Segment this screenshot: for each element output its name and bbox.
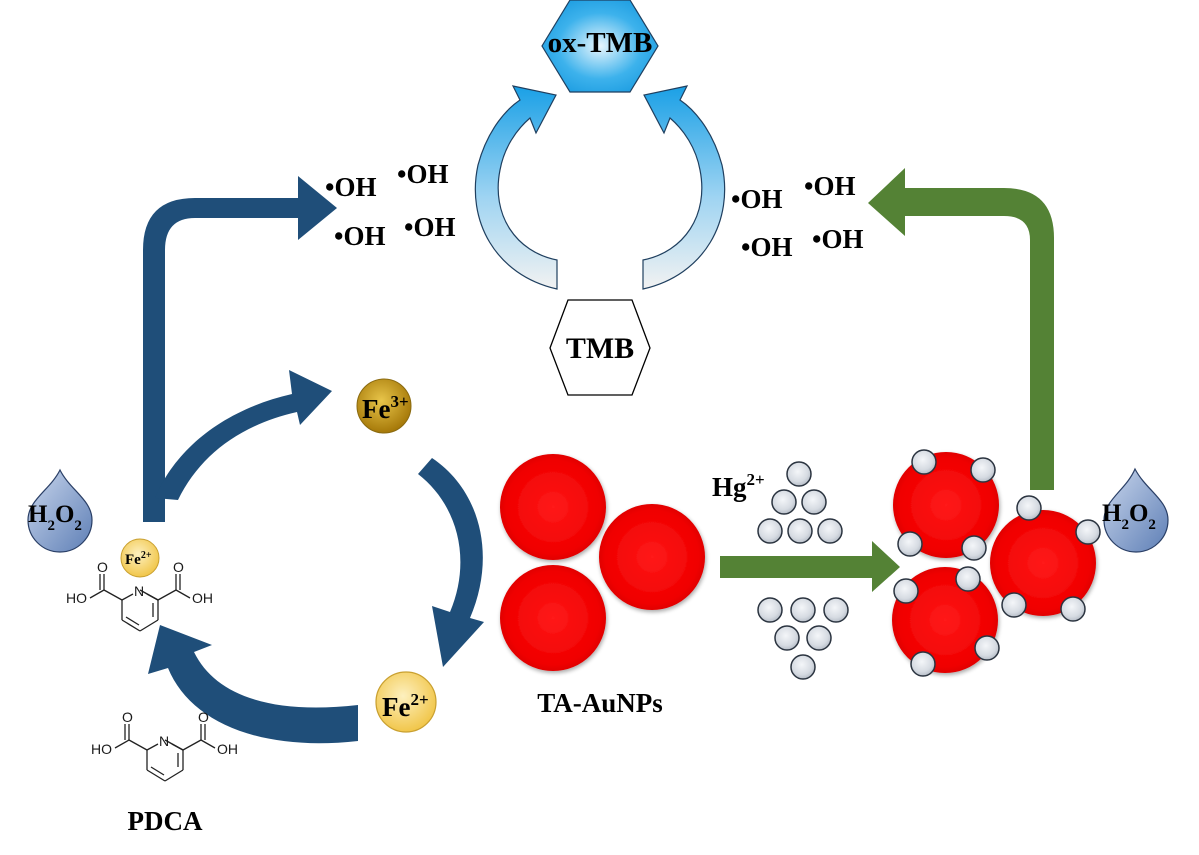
hg-ion: [757, 518, 783, 544]
ox-tmb-hexagon: [541, 0, 659, 93]
fe3-sup: 3+: [390, 392, 408, 411]
fe2-to-fe3-arrow: [155, 370, 332, 500]
pdca-molecule: N O O HO OH PDCA: [91, 709, 238, 836]
svg-text:Fe3+: Fe3+: [362, 392, 409, 424]
fe2-ion: Fe2+: [375, 671, 437, 733]
fe2-sup: 2+: [410, 690, 428, 709]
bound-hg-ion: [970, 457, 996, 483]
svg-text:N: N: [159, 733, 169, 749]
hg-ion: [801, 489, 827, 515]
bound-hg-ion: [893, 578, 919, 604]
water-drop-icon: [1103, 467, 1169, 553]
gold-nanoparticle: [990, 510, 1096, 616]
hg-ion: [823, 597, 849, 623]
hg-ion: [806, 625, 832, 651]
fe3-to-fe2-arrow: [418, 458, 484, 667]
bound-hg-ion: [1001, 592, 1027, 618]
pdca-structure-bottom: [114, 724, 216, 782]
hg-aunp-aggregates: [892, 449, 1101, 677]
pdca-label: PDCA: [128, 806, 203, 836]
tmb-hexagon: [549, 299, 651, 396]
svg-text:OH: OH: [192, 590, 213, 606]
gold-nanoparticle: [500, 454, 606, 560]
bound-hg-ion: [955, 566, 981, 592]
radical-oh: •OH: [804, 171, 855, 201]
gold-nanoparticle: [500, 565, 606, 671]
tmb-node: TMB: [549, 299, 651, 396]
h2o2-drop-left: H2O2: [27, 468, 93, 553]
bound-hg-ion: [910, 651, 936, 677]
radical-oh: •OH: [404, 212, 455, 242]
bound-hg-ion: [1060, 596, 1086, 622]
h2o2-drop-right: H2O2: [1102, 467, 1169, 553]
svg-text:H2O2: H2O2: [28, 501, 82, 534]
tmb-label: TMB: [566, 332, 634, 365]
svg-text:O: O: [198, 709, 209, 725]
fe2-pdca-complex: Fe2+ N O O HO OH: [66, 538, 213, 632]
hg-ions: [757, 461, 849, 680]
bound-hg-ion: [1016, 495, 1042, 521]
hg-ion: [790, 654, 816, 680]
ta-aunps-label: TA-AuNPs: [537, 688, 663, 718]
ta-aunps-cluster: [500, 454, 705, 671]
svg-text:HO: HO: [66, 590, 87, 606]
radical-oh: •OH: [325, 172, 376, 202]
radical-oh: •OH: [397, 159, 448, 189]
bound-hg-ion: [974, 635, 1000, 661]
tmb-oxidation-arrow-right: [642, 85, 726, 290]
gold-nanoparticle: [599, 504, 705, 610]
svg-text:Fe2+: Fe2+: [382, 690, 429, 722]
hg-ion: [771, 489, 797, 515]
hg-ion: [790, 597, 816, 623]
svg-text:HO: HO: [91, 741, 112, 757]
radical-oh: •OH: [334, 221, 385, 251]
radical-oh: •OH: [741, 232, 792, 262]
hg-label: Hg2+: [712, 470, 765, 502]
svg-text:O: O: [97, 559, 108, 575]
bound-hg-ion: [911, 449, 937, 475]
bound-hg-ion: [897, 531, 923, 557]
svg-text:OH: OH: [217, 741, 238, 757]
hg-aunp-arrow-to-radicals: [868, 168, 1054, 490]
fe3-ion: Fe3+: [356, 378, 412, 434]
svg-text:Fe2+: Fe2+: [125, 550, 152, 568]
fe2-base: Fe: [382, 692, 410, 722]
ox-tmb-node: ox-TMB: [541, 0, 659, 93]
radical-oh: •OH: [731, 184, 782, 214]
hg-ion: [757, 597, 783, 623]
hg-ion: [786, 461, 812, 487]
pdca-structure-top: [89, 574, 191, 632]
radical-oh: •OH: [812, 224, 863, 254]
bound-hg-ion: [1075, 519, 1101, 545]
svg-text:H2O2: H2O2: [1102, 500, 1156, 533]
gold-nanoparticle: [893, 452, 999, 558]
radicals-right: •OH •OH •OH •OH: [731, 171, 863, 262]
hg-ion: [817, 518, 843, 544]
tmb-oxidation-arrow-left: [474, 85, 558, 290]
svg-text:O: O: [122, 709, 133, 725]
fe3-base: Fe: [362, 394, 390, 424]
radicals-left: •OH •OH •OH •OH: [325, 159, 455, 251]
fe2-to-complex-arrow: [148, 625, 358, 744]
svg-text:N: N: [134, 583, 144, 599]
bound-hg-ion: [961, 535, 987, 561]
svg-text:O: O: [173, 559, 184, 575]
water-drop-icon: [27, 468, 93, 553]
hg-ion: [787, 518, 813, 544]
hg-binding-arrow: [720, 541, 900, 592]
ox-tmb-label: ox-TMB: [548, 27, 653, 59]
hg-ion: [774, 625, 800, 651]
